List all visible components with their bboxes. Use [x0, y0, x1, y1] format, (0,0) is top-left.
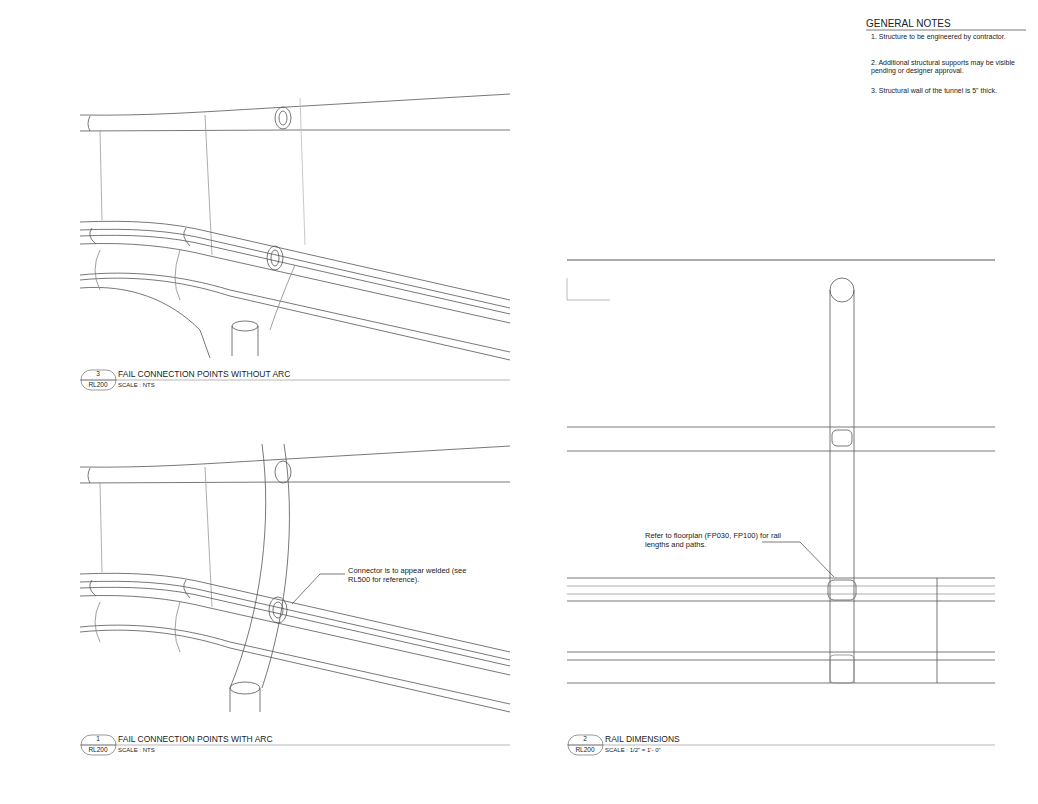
sheet-number: RL200 — [81, 381, 115, 389]
sheet-number: RL200 — [81, 746, 115, 754]
view-title: RAIL DIMENSIONS — [605, 734, 985, 744]
view-scale: SCALE : NTS — [118, 747, 318, 754]
callout-note: Connector is to appear welded (see RL500… — [348, 566, 483, 584]
general-note: 2. Additional structural supports may be… — [871, 59, 1031, 76]
view-title: FAIL CONNECTION POINTS WITH ARC — [118, 734, 508, 744]
view-scale: SCALE : 1/2" = 1'- 0" — [605, 747, 805, 754]
notes-rule — [866, 30, 1026, 31]
general-note: 3. Structural wall of the tunnel is 5" t… — [871, 87, 1036, 95]
callout-note: Refer to floorplan (FP030, FP100) for ra… — [645, 531, 795, 549]
sheet-number: RL200 — [568, 746, 602, 754]
general-note: 1. Structure to be engineered by contrac… — [871, 33, 1026, 41]
view-scale: SCALE : NTS — [118, 382, 318, 389]
rail-view-without-arc — [80, 94, 510, 390]
rail-view-with-arc — [80, 444, 510, 755]
notes-heading: GENERAL NOTES — [866, 18, 1026, 30]
rail-elevation — [567, 260, 995, 755]
view-number: 2 — [568, 735, 602, 743]
view-number: 1 — [81, 735, 115, 743]
view-number: 3 — [81, 370, 115, 378]
view-title: FAIL CONNECTION POINTS WITHOUT ARC — [118, 369, 508, 379]
